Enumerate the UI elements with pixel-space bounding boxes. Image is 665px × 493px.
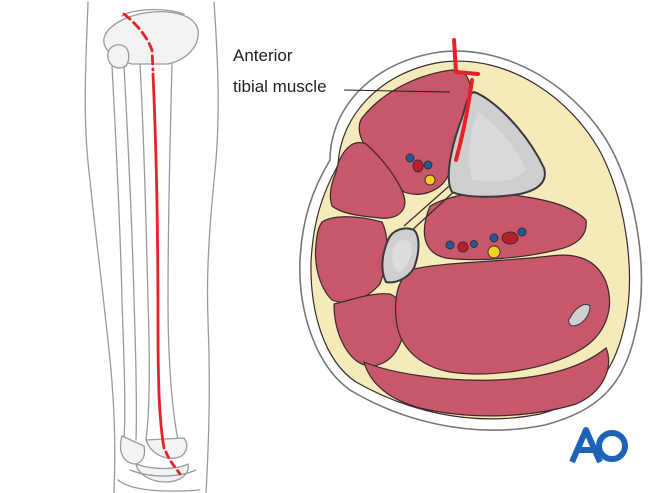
incision-marker xyxy=(452,38,480,162)
ao-logo xyxy=(569,427,628,464)
label-anterior: Anterior xyxy=(233,46,293,65)
lateral-malleolus xyxy=(119,435,146,465)
peroneal-vein xyxy=(445,240,455,250)
gastrocnemius-muscle xyxy=(363,347,610,417)
tibia-medullary xyxy=(469,112,526,182)
label-leader-line xyxy=(343,89,451,93)
anterior-vein-1 xyxy=(405,153,415,163)
anterior-nerve xyxy=(424,174,436,186)
medial-malleolus xyxy=(145,437,188,459)
posterior-tibial-artery xyxy=(501,231,519,245)
lateral-posterior-muscle xyxy=(333,293,406,367)
leg-outline-right xyxy=(205,1,219,493)
incision-solid xyxy=(151,72,166,450)
interosseous-membrane xyxy=(403,179,457,227)
anterior-vein-2 xyxy=(423,160,433,170)
peroneal-artery xyxy=(457,241,469,253)
leg-incision xyxy=(122,12,182,476)
posterior-neurovascular-bundle xyxy=(445,227,527,259)
ao-logo-o xyxy=(596,430,628,462)
tibia-shaft-medial xyxy=(167,63,179,441)
leg-outline-left xyxy=(84,1,116,493)
ankle-joint-line xyxy=(129,469,197,477)
cross-section xyxy=(299,38,643,431)
anterior-artery xyxy=(412,159,424,173)
posterior-tibial-vein-2 xyxy=(517,227,527,237)
tibial-nerve xyxy=(487,245,501,259)
peroneal-vein-2 xyxy=(470,240,478,248)
sural-structure xyxy=(568,304,591,327)
soleus-muscle xyxy=(394,254,611,375)
fibula-medullary xyxy=(391,240,412,272)
fibula-shaft xyxy=(111,65,126,439)
foot-contour xyxy=(117,479,201,492)
posterior-tibial-vein xyxy=(489,233,499,243)
talus xyxy=(135,463,189,483)
tibia-shaft-lateral xyxy=(139,63,150,441)
ao-logo-a xyxy=(569,427,603,464)
anterior-neurovascular-bundle xyxy=(405,153,436,186)
incision-dashed-proximal xyxy=(122,12,155,72)
extensor-muscle xyxy=(329,142,406,219)
interosseous-membrane-2 xyxy=(409,185,461,233)
label-tibial-muscle: tibial muscle xyxy=(233,77,327,96)
incision-dashed-distal xyxy=(164,450,182,476)
fibula-head xyxy=(107,44,130,69)
lower-leg-illustration xyxy=(84,1,219,493)
fibula-shaft-inner xyxy=(123,65,138,441)
